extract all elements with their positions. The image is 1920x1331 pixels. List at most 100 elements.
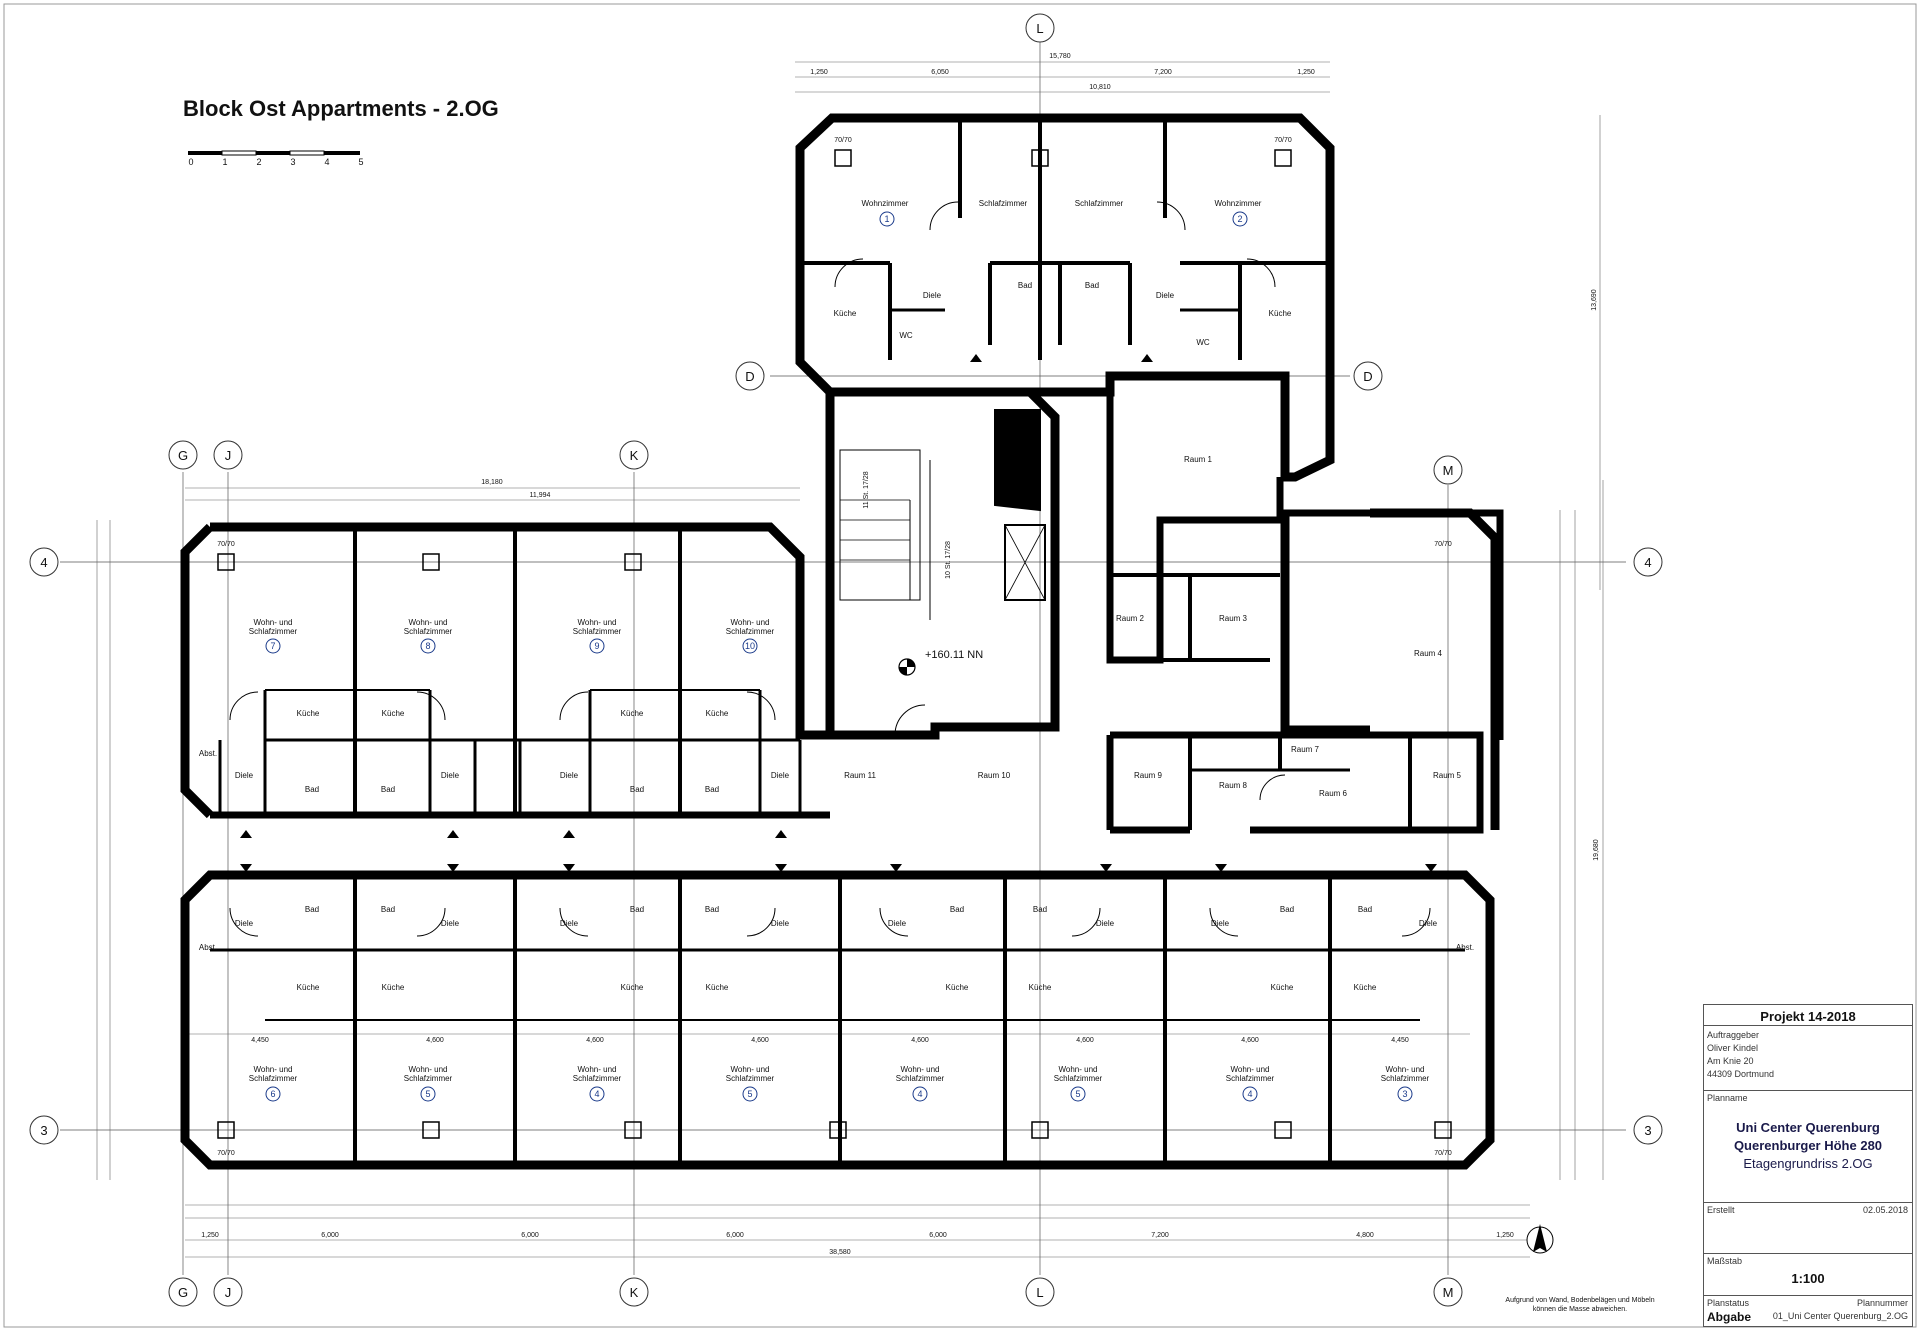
axis-label: 3	[1644, 1123, 1651, 1138]
status-label: Planstatus	[1707, 1298, 1750, 1308]
room-label: Diele	[1211, 919, 1230, 928]
dimension-text: 6,000	[521, 1232, 539, 1239]
client-row	[1704, 1025, 1912, 1026]
apartment-number: 5	[1075, 1089, 1080, 1099]
room-label: Schlafzimmer	[249, 1074, 298, 1083]
dimension-text: 11,994	[530, 492, 551, 499]
room-label: Küche	[706, 983, 729, 992]
scale-label: 1	[222, 157, 227, 167]
room-label: Wohn- und	[409, 1065, 448, 1074]
axis-label: K	[630, 1285, 639, 1300]
client-name: Oliver Kindel	[1707, 1043, 1759, 1053]
room-label: Diele	[441, 919, 460, 928]
axis-label: J	[225, 448, 232, 463]
column-label: 70/70	[1274, 137, 1292, 144]
room-label: Schlafzimmer	[249, 627, 298, 636]
room-label: WC	[899, 331, 913, 340]
west-upper-walls	[180, 522, 830, 819]
room-label: Wohn- und	[731, 618, 770, 627]
grid-lines	[60, 40, 1626, 1275]
room-label: Küche	[382, 983, 405, 992]
dimension-text: 6,050	[931, 69, 949, 76]
room-label: Schlafzimmer	[573, 627, 622, 636]
axis-labels: L D D G J K M G J K L M 4 3 4 3	[40, 21, 1651, 1300]
scale-label: 0	[188, 157, 193, 167]
room-label: Küche	[1269, 309, 1292, 318]
axis-label: M	[1443, 463, 1454, 478]
client-city: 44309 Dortmund	[1707, 1069, 1775, 1079]
room-label: Schlafzimmer	[1054, 1074, 1103, 1083]
dimension-text: 4,600	[911, 1037, 929, 1044]
dimension-text: 7,200	[1151, 1232, 1169, 1239]
status-value: Abgabe	[1707, 1310, 1752, 1324]
apartment-number: 5	[747, 1089, 752, 1099]
room-label: Wohnzimmer	[862, 199, 909, 208]
scale-label: 4	[324, 157, 329, 167]
room-label: Diele	[771, 771, 790, 780]
room-label: Diele	[560, 919, 579, 928]
dimension-text: 4,450	[1391, 1037, 1409, 1044]
axis-label: K	[630, 448, 639, 463]
room-label: Diele	[1419, 919, 1438, 928]
room-label: Wohnzimmer	[1215, 199, 1262, 208]
created-date: 02.05.2018	[1862, 1205, 1908, 1215]
level-marker: +160.11 NN	[898, 649, 983, 676]
room-label: Bad	[1018, 281, 1032, 290]
apartment-number: 4	[917, 1089, 922, 1099]
room-label: Raum 5	[1433, 771, 1462, 780]
column-label: 70/70	[217, 1150, 235, 1157]
room-label: Schlafzimmer	[726, 1074, 775, 1083]
title-block: Projekt 14-2018 Auftraggeber Oliver Kind…	[1703, 1004, 1913, 1327]
room-label: Schlafzimmer	[404, 627, 453, 636]
room-label: Küche	[621, 983, 644, 992]
room-label: Küche	[297, 709, 320, 718]
apartment-number: 4	[1247, 1089, 1252, 1099]
dimension-text: 6,000	[726, 1232, 744, 1239]
room-label: Diele	[888, 919, 907, 928]
room-label: Bad	[305, 905, 319, 914]
dimension-text: 4,600	[1076, 1037, 1094, 1044]
apartment-number: 2	[1237, 214, 1242, 224]
room-label: Bad	[1033, 905, 1047, 914]
apartment-number: 4	[594, 1089, 599, 1099]
room-label: Küche	[1271, 983, 1294, 992]
dimension-text: 1,250	[1297, 69, 1315, 76]
axis-label: G	[178, 448, 188, 463]
apartment-number: 6	[270, 1089, 275, 1099]
room-label: Küche	[706, 709, 729, 718]
column-label: 70/70	[217, 541, 235, 548]
door-swings	[229, 201, 1431, 937]
apartment-number: 8	[425, 641, 430, 651]
room-label: Diele	[235, 919, 254, 928]
room-labels: Wohnzimmer Wohnzimmer Schlafzimmer Schla…	[199, 137, 1474, 1157]
dimension-texts: 15,780 1,250 6,050 7,200 1,250 10,810 18…	[201, 53, 1600, 1256]
dimension-text: 15,780	[1049, 53, 1071, 60]
room-label: Küche	[1354, 983, 1377, 992]
room-label: Bad	[705, 905, 719, 914]
room-label: Bad	[381, 785, 395, 794]
room-label: Raum 3	[1219, 614, 1248, 623]
dimension-text: 6,000	[321, 1232, 339, 1239]
scale-label: 2	[256, 157, 261, 167]
room-label: Diele	[235, 771, 254, 780]
room-label: Diele	[1096, 919, 1115, 928]
room-label: Bad	[705, 785, 719, 794]
column-label: 70/70	[1434, 1150, 1452, 1157]
plannumber-value: 01_Uni Center Querenburg_2.OG	[1772, 1311, 1908, 1321]
room-label: Schlafzimmer	[404, 1074, 453, 1083]
axis-label: D	[1363, 369, 1372, 384]
stair-label: 11 St. 17/28	[863, 471, 870, 508]
room-label: Raum 7	[1291, 745, 1320, 754]
dimension-text: 4,600	[751, 1037, 769, 1044]
planname-row	[1704, 1090, 1912, 1091]
disclaimer-note: Aufgrund von Wand, Bodenbelägen und Möbe…	[1505, 1297, 1655, 1313]
room-label: Schlafzimmer	[896, 1074, 945, 1083]
room-label: Bad	[630, 905, 644, 914]
room-label: Schlafzimmer	[1381, 1074, 1430, 1083]
room-label: Bad	[305, 785, 319, 794]
east-block-walls	[1106, 392, 1504, 834]
client-block: Auftraggeber Oliver Kindel Am Knie 20 44…	[1707, 1029, 1774, 1081]
room-label: Raum 10	[978, 771, 1011, 780]
stair-label: 10 St. 17/28	[945, 541, 952, 579]
